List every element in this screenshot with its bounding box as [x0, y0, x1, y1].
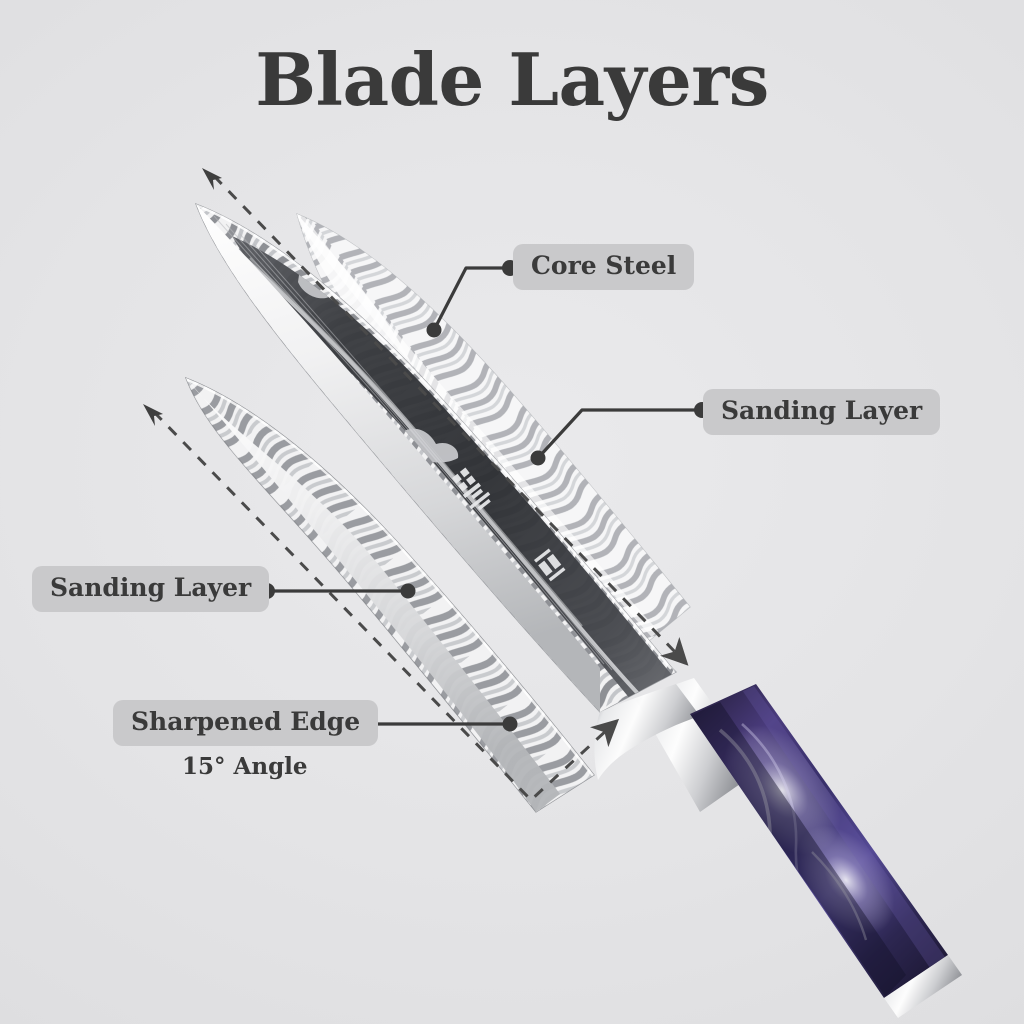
leader-core-steel: [432, 266, 508, 331]
dot-marker-edge-blade: [502, 716, 518, 732]
callout-sharpened-edge[interactable]: Sharpened Edge: [113, 700, 379, 747]
dashed-guide-lower: [152, 410, 620, 803]
callout-sanding-layer-bottom[interactable]: Sanding Layer: [32, 566, 270, 613]
dot-marker-sanding-bottom-blade: [400, 583, 416, 599]
callout-sanding-layer-top[interactable]: Sanding Layer: [703, 389, 941, 436]
dot-marker-sanding-top-blade: [530, 450, 546, 466]
dot-marker-core-blade: [426, 322, 442, 338]
leader-dots: [259, 260, 710, 732]
callout-core-steel[interactable]: Core Steel: [513, 244, 695, 291]
knife-bolster: [594, 678, 760, 812]
leader-sanding-top: [536, 408, 700, 460]
dashed-guide-arrowheads: [143, 168, 222, 426]
page-title: Blade Layers: [255, 37, 769, 122]
blade-stamp: [452, 467, 566, 582]
annotation-edge-angle: 15° Angle: [182, 753, 308, 780]
dashed-guide-upper: [212, 174, 689, 666]
knife-handle: [690, 684, 962, 1018]
